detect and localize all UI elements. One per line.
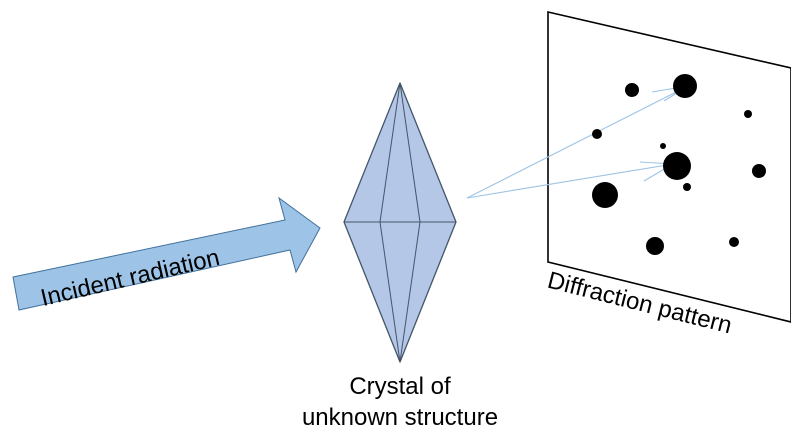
diffraction-spot: [625, 83, 639, 97]
diffraction-spot: [660, 143, 666, 149]
diffracted-ray: [466, 85, 689, 199]
diffracted-rays: [466, 85, 689, 199]
diffraction-spot: [646, 237, 664, 255]
diffraction-spots: [592, 74, 766, 255]
crystal-label-line2: unknown structure: [301, 404, 499, 432]
diffraction-spot: [744, 110, 752, 118]
diffraction-spot: [729, 237, 739, 247]
incident-radiation-arrow: [12, 196, 321, 311]
crystal-shape: [343, 82, 457, 363]
crystal-edge: [379, 82, 401, 223]
crystal-edge: [399, 221, 421, 363]
crystal-label-line1: Crystal of: [349, 373, 451, 400]
crystal-label: Crystal of unknown structure: [0, 371, 791, 433]
diffraction-spot: [663, 152, 691, 180]
diffraction-spot: [752, 164, 766, 178]
crystal-edge: [379, 221, 401, 363]
diffraction-spot: [673, 74, 697, 98]
crystal-edge: [399, 82, 421, 223]
diffracted-ray: [466, 163, 674, 199]
diffraction-spot: [592, 182, 618, 208]
diffraction-spot: [592, 129, 602, 139]
diffraction-spot: [683, 183, 691, 191]
